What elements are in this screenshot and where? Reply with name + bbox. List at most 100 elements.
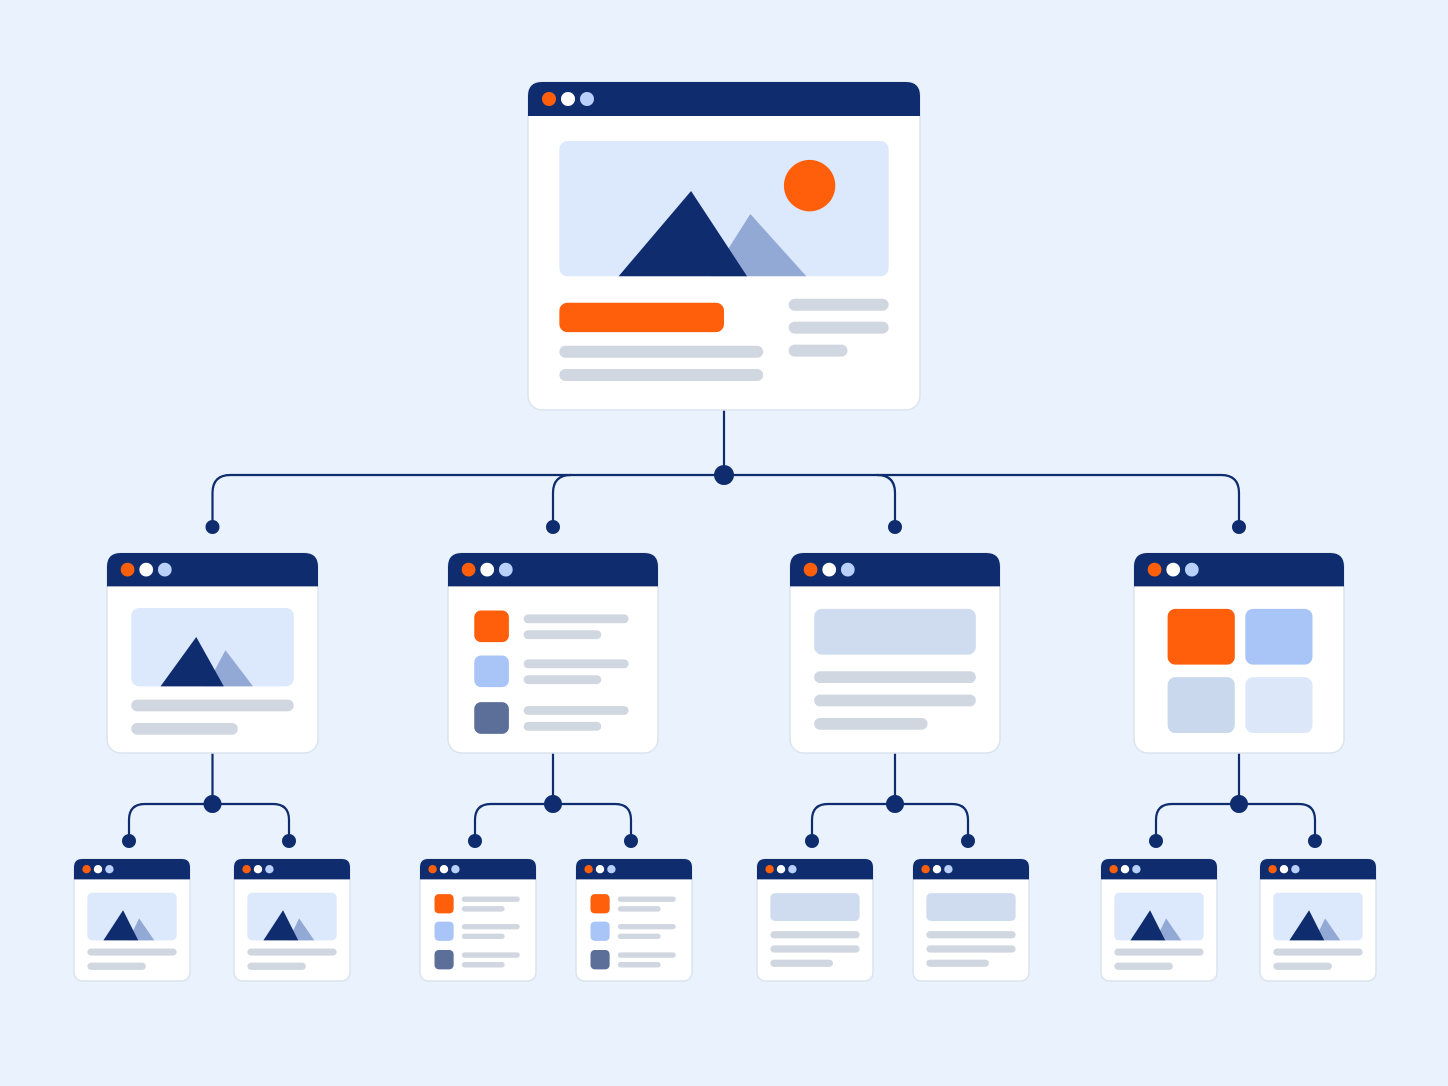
close-dot-icon — [82, 865, 91, 874]
section-page-window — [447, 552, 659, 754]
title-bar — [1101, 859, 1217, 880]
image-placeholder — [87, 892, 177, 941]
minimize-dot-icon — [595, 865, 605, 874]
list-item-icon — [434, 921, 454, 941]
text-line — [617, 952, 676, 958]
maximize-dot-icon — [1132, 865, 1141, 874]
minimize-dot-icon — [822, 562, 837, 577]
maximize-dot-icon — [105, 865, 114, 874]
list-item-icon — [590, 894, 610, 914]
maximize-dot-icon — [840, 562, 855, 577]
maximize-dot-icon — [498, 562, 513, 577]
minimize-dot-icon — [253, 865, 263, 874]
title-bar — [420, 859, 536, 880]
text-line — [617, 933, 661, 939]
title-bar — [1134, 553, 1344, 587]
front-mountain-icon — [160, 636, 224, 687]
maximize-dot-icon — [944, 865, 953, 874]
text-line — [926, 931, 1016, 939]
grid-tile — [1245, 677, 1313, 733]
front-mountain-icon — [263, 910, 299, 941]
maximize-dot-icon — [451, 865, 460, 874]
close-dot-icon — [120, 562, 135, 577]
child-dot — [624, 834, 638, 848]
text-line — [770, 945, 860, 953]
text-line — [1273, 948, 1363, 956]
minimize-dot-icon — [1166, 562, 1181, 577]
text-line — [617, 906, 661, 912]
maximize-dot-icon — [580, 92, 594, 106]
text-line — [814, 671, 976, 684]
close-dot-icon — [1109, 865, 1118, 874]
text-line — [461, 923, 520, 930]
text-line — [1114, 962, 1173, 970]
content-block — [926, 893, 1016, 922]
close-dot-icon — [1147, 562, 1162, 577]
minimize-dot-icon — [932, 865, 942, 874]
minimize-dot-icon — [93, 865, 103, 874]
subpage-window — [73, 858, 191, 982]
text-line — [87, 962, 146, 970]
minimize-dot-icon — [480, 562, 495, 577]
title-bar — [528, 82, 920, 116]
minimize-dot-icon — [776, 865, 786, 874]
text-line — [770, 931, 860, 939]
front-mountain-icon — [1289, 910, 1325, 941]
content-block — [814, 608, 976, 655]
child-dot — [546, 520, 560, 534]
child-dot — [1149, 834, 1163, 848]
text-line — [617, 896, 676, 902]
minimize-dot-icon — [439, 865, 449, 874]
maximize-dot-icon — [157, 562, 172, 577]
text-line — [131, 722, 238, 735]
section-page-window — [106, 552, 319, 754]
connector-lines — [122, 410, 1322, 848]
minimize-dot-icon — [561, 92, 575, 106]
close-dot-icon — [461, 562, 476, 577]
text-line — [617, 923, 676, 930]
close-dot-icon — [1268, 865, 1277, 874]
image-placeholder — [1114, 892, 1204, 941]
close-dot-icon — [542, 92, 556, 106]
grid-tile — [1245, 608, 1313, 665]
text-line — [926, 959, 989, 967]
child-dot — [805, 834, 819, 848]
subpage-window — [756, 858, 874, 982]
hub-dot — [714, 465, 734, 485]
list-item-icon — [474, 610, 509, 643]
text-line — [87, 948, 177, 956]
image-placeholder — [131, 607, 294, 687]
text-line — [926, 945, 1016, 953]
list-item-icon — [474, 702, 509, 734]
close-dot-icon — [584, 865, 593, 874]
title-bar — [448, 553, 658, 587]
sun-icon — [783, 159, 836, 212]
title-bar — [74, 859, 190, 880]
child-dot — [1308, 834, 1322, 848]
title-bar — [790, 553, 1000, 587]
title-bar — [913, 859, 1029, 880]
close-dot-icon — [765, 865, 774, 874]
text-line — [247, 962, 306, 970]
title-bar — [1260, 859, 1376, 880]
image-placeholder — [247, 892, 337, 941]
text-line — [131, 699, 294, 712]
title-bar — [576, 859, 692, 880]
list-item-icon — [474, 655, 509, 688]
root-page-window — [527, 81, 921, 411]
text-line — [617, 962, 661, 968]
branch-connector — [876, 473, 897, 527]
front-mountain-icon — [103, 910, 139, 941]
branch-connector — [551, 473, 572, 527]
text-line — [523, 675, 602, 685]
text-line — [788, 298, 889, 311]
image-placeholder — [1273, 892, 1363, 941]
front-mountain-icon — [618, 191, 748, 277]
maximize-dot-icon — [788, 865, 797, 874]
subpage-window — [575, 858, 693, 982]
section-page-window — [1133, 552, 1345, 754]
close-dot-icon — [242, 865, 251, 874]
title-bar — [757, 859, 873, 880]
text-line — [523, 659, 629, 669]
title-bar — [234, 859, 350, 880]
